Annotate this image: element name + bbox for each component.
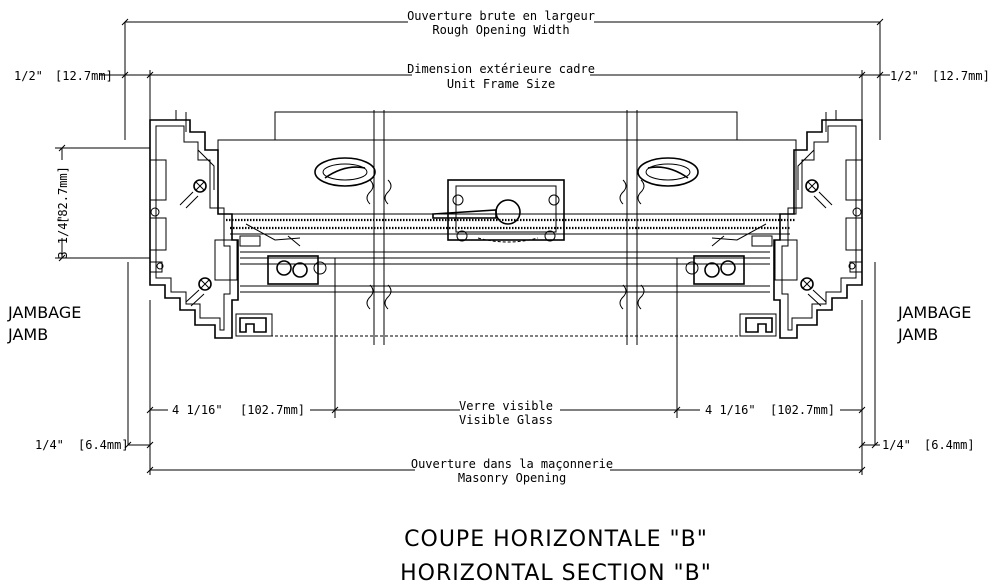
window-section [127,110,876,475]
screw-right-lower [800,277,827,307]
frame-size-fr-label: Dimension extérieure cadre [407,62,595,76]
masonry-en-label: Masonry Opening [458,471,566,485]
sightline-right-mm-label: [102.7mm] [770,403,835,417]
rough-opening-en-label: Rough Opening Width [432,23,569,37]
rough-opening-fr-label: Ouverture brute en largeur [407,9,595,23]
frame-profile-left [149,110,327,339]
screw-left-upper [179,179,207,209]
crank-handle-left [314,157,376,187]
masonry-fr-label: Ouverture dans la maçonnerie [411,457,613,471]
masonry-opening-dimension: Ouverture dans la maçonnerie Masonry Ope… [146,457,866,485]
sightline-left-label: 4 1/16" [172,403,223,417]
svg-text:1/4": 1/4" [35,438,64,452]
svg-text:1/2": 1/2" [14,69,43,83]
quarter-inch-callout-left: 1/4" [6.4mm] [35,438,154,452]
visible-glass-fr-label: Verre visible [459,399,553,413]
frame-profile-right [685,110,863,339]
depth-in-label: 3 1/4" [56,215,70,258]
crank-handle-right [637,157,699,187]
section-title-fr: COUPE HORIZONTALE "B" [404,527,708,552]
frame-size-dimension: Dimension extérieure cadre Unit Frame Si… [100,62,890,145]
sightline-right-label: 4 1/16" [705,403,756,417]
svg-text:[6.4mm]: [6.4mm] [78,438,129,452]
jamb-left-en-label: JAMB [7,325,48,344]
section-title-en: HORIZONTAL SECTION "B" [400,561,712,586]
half-inch-callout-left: 1/2" [12.7mm] [14,69,113,83]
jamb-left-fr-label: JAMBAGE [7,303,81,322]
quarter-inch-callout-right: 1/4" [6.4mm] [858,438,975,452]
jamb-right-en-label: JAMB [897,325,938,344]
screw-left-lower [185,277,212,307]
half-inch-callout-right: 1/2" [12.7mm] [890,69,990,83]
frame-size-en-label: Unit Frame Size [447,77,555,91]
sightline-left-mm-label: [102.7mm] [240,403,305,417]
svg-text:[12.7mm]: [12.7mm] [932,69,990,83]
sash-lock [432,179,565,243]
screw-right-upper [805,179,833,209]
depth-mm-label: [82.7mm] [56,166,70,224]
visible-glass-en-label: Visible Glass [459,413,553,427]
depth-dimension: [82.7mm] 3 1/4" [55,144,150,262]
svg-text:1/2": 1/2" [890,69,919,83]
jamb-right-fr-label: JAMBAGE [897,303,971,322]
sightline-dimension: 4 1/16" [102.7mm] Verre visible Visible … [146,399,866,427]
rough-opening-dimension: Ouverture brute en largeur Rough Opening… [121,9,884,140]
svg-text:[6.4mm]: [6.4mm] [924,438,975,452]
svg-text:[12.7mm]: [12.7mm] [55,69,113,83]
svg-text:1/4": 1/4" [882,438,911,452]
